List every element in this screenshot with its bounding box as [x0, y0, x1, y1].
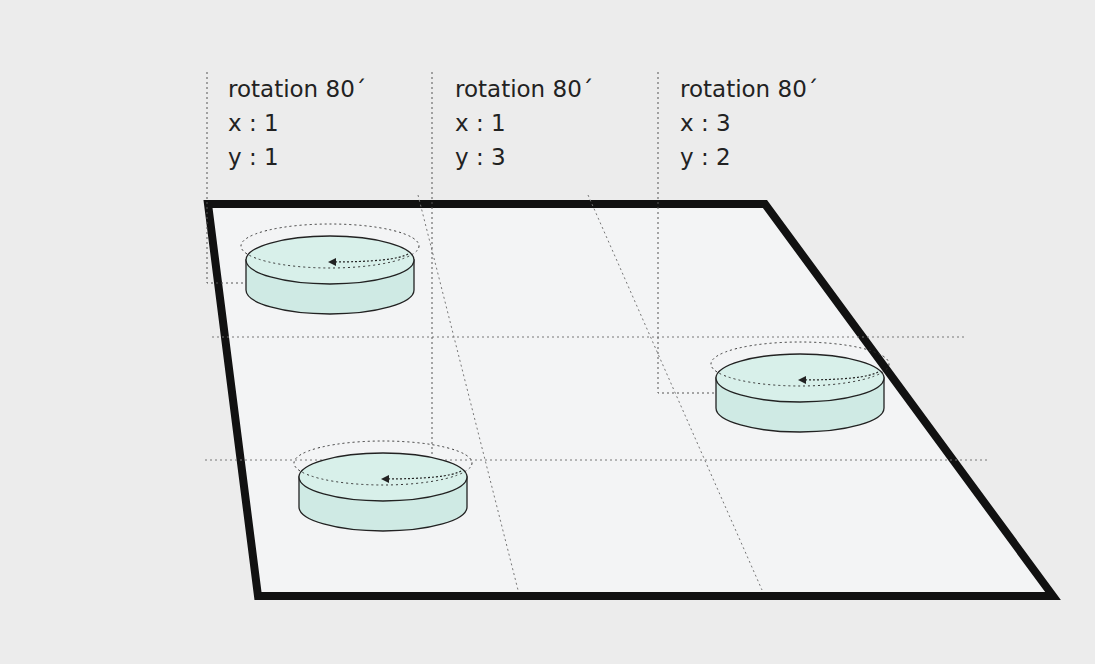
coordinate-label: y : 1	[228, 146, 279, 169]
discs	[241, 224, 889, 531]
board	[208, 204, 1053, 596]
rotating-disc	[711, 342, 889, 432]
coordinate-label: x : 1	[455, 112, 506, 135]
rotation-label: rotation 80´	[455, 78, 593, 101]
coordinate-label: y : 3	[455, 146, 506, 169]
rotation-label: rotation 80´	[228, 78, 366, 101]
coordinate-label: x : 1	[228, 112, 279, 135]
grid-lines	[205, 195, 990, 590]
coordinate-label: y : 2	[680, 146, 731, 169]
rotating-disc	[241, 224, 419, 314]
coordinate-label: x : 3	[680, 112, 731, 135]
leader-lines	[207, 72, 718, 462]
rotation-label: rotation 80´	[680, 78, 818, 101]
rotating-disc	[294, 441, 472, 531]
